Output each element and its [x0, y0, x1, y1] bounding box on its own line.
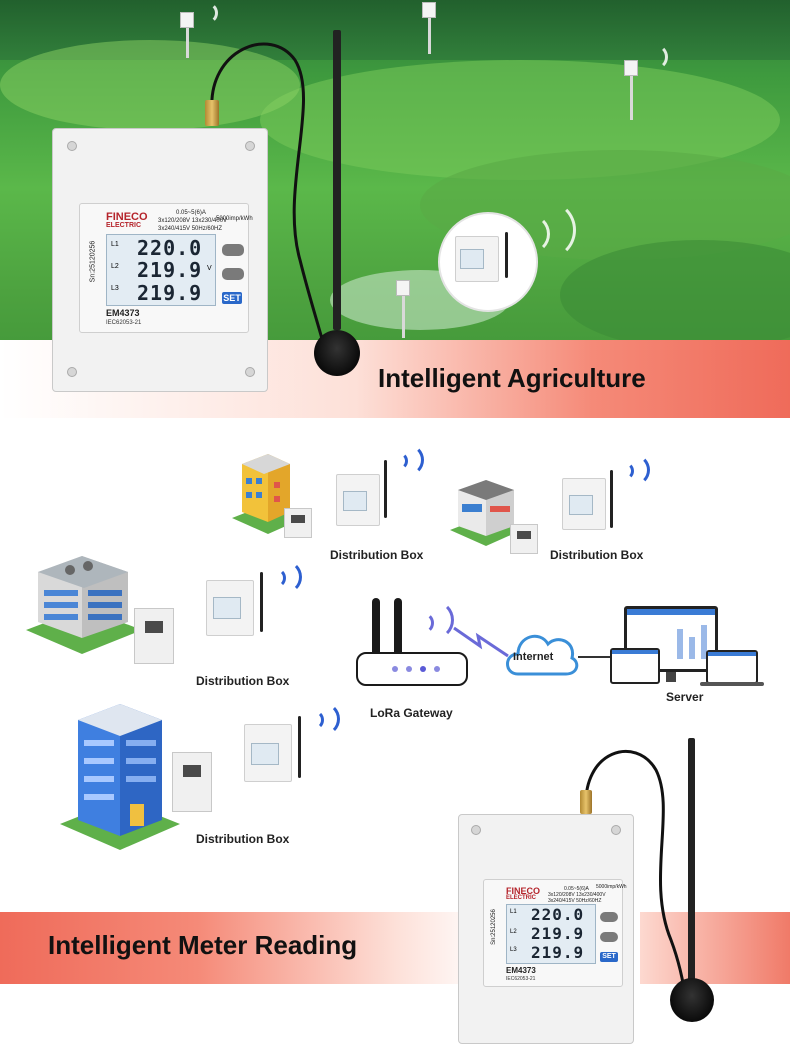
distribution-box-label-1: Distribution Box: [330, 548, 424, 562]
energy-meter: FINECO ELECTRIC 0.05~5(6)A 3x120/208V 13…: [52, 128, 268, 392]
lcd-value-1: 220.0: [531, 905, 585, 924]
energy-meter: FINECO ELECTRIC 0.05~5(6)A 3x120/208V 13…: [458, 814, 634, 1044]
server-label: Server: [666, 690, 704, 704]
distribution-box: [172, 752, 212, 812]
signal-wave-icon: [392, 444, 424, 476]
meter-thumbnail: [244, 724, 292, 782]
meter-down-button[interactable]: [222, 268, 244, 280]
internet-label: Internet: [513, 651, 554, 663]
distribution-box: [134, 608, 174, 664]
meter-up-button[interactable]: [222, 244, 244, 256]
lightning-link-icon: [453, 626, 509, 658]
tablet-icon: [610, 648, 660, 684]
meter-thumbnail: [206, 580, 254, 636]
signal-wave-icon: [516, 200, 576, 260]
antenna-magnetic-base: [670, 978, 714, 1022]
distribution-box-label-4: Distribution Box: [196, 832, 290, 846]
antenna-rod: [688, 738, 695, 982]
agriculture-title: Intelligent Agriculture: [378, 363, 646, 393]
mini-antenna: [610, 470, 613, 528]
signal-wave-icon: [618, 454, 650, 486]
gateway-label: LoRa Gateway: [370, 706, 453, 720]
meter-set-button[interactable]: SET: [222, 292, 242, 304]
signal-wave-icon: [414, 600, 454, 640]
mini-meter: [455, 236, 499, 282]
sensor-pole: [402, 292, 405, 338]
signal-wave-icon: [196, 2, 218, 24]
lcd-value-1: 220.0: [137, 236, 203, 260]
monitor-stand: [666, 672, 676, 682]
lcd-value-3: 219.9: [137, 281, 203, 305]
distribution-box-label-2: Distribution Box: [550, 548, 644, 562]
terrace-field: [0, 40, 300, 130]
router-antenna: [394, 598, 402, 658]
mini-antenna: [505, 232, 508, 278]
meter-up-button[interactable]: [600, 912, 618, 922]
mini-antenna: [384, 460, 387, 518]
agriculture-scene: Intelligent Agriculture: [0, 0, 790, 418]
signal-wave-icon: [306, 702, 340, 736]
lcd-value-3: 219.9: [531, 943, 585, 962]
sensor-sign: [422, 2, 436, 18]
lcd-display: L1 L2 L3 220.0 219.9 219.9: [506, 904, 596, 964]
router-antenna: [372, 598, 380, 658]
antenna-magnetic-base: [314, 330, 360, 376]
mini-antenna: [298, 716, 301, 778]
server-monitor-icon: [624, 606, 718, 672]
sensor-sign: [396, 280, 410, 296]
distribution-box: [510, 524, 538, 554]
cloud-icon: [506, 634, 579, 676]
sensor-pole: [186, 24, 189, 58]
lcd-value-2: 219.9: [137, 258, 203, 282]
signal-wave-icon: [642, 44, 668, 70]
lcd-value-2: 219.9: [531, 924, 585, 943]
sensor-pole: [630, 72, 633, 120]
distribution-box-label-3: Distribution Box: [196, 674, 290, 688]
antenna-cable: [584, 750, 688, 1003]
antenna-cable: [210, 42, 327, 351]
laptop-base: [700, 682, 764, 686]
shop-building-icon: [450, 480, 522, 546]
tower-building-icon: [60, 704, 180, 850]
antenna-connector: [580, 790, 592, 814]
meter-down-button[interactable]: [600, 932, 618, 942]
terrace-field: [560, 240, 790, 350]
network-link-line: [578, 656, 614, 658]
antenna-rod: [333, 30, 341, 330]
meter-thumbnail: [336, 474, 380, 526]
meter-reading-title: Intelligent Meter Reading: [48, 930, 358, 960]
office-building-icon: [26, 556, 142, 654]
signal-wave-icon: [268, 560, 302, 594]
mini-antenna: [260, 572, 263, 632]
laptop-icon: [706, 650, 758, 684]
sensor-sign: [624, 60, 638, 76]
distribution-box: [284, 508, 312, 538]
sensor-sign: [180, 12, 194, 28]
lcd-display: L1 L2 L3 220.0 219.9 219.9 V: [106, 234, 216, 306]
lora-gateway-icon: [356, 652, 468, 686]
antenna-connector: [205, 100, 219, 126]
meter-set-button[interactable]: SET: [600, 952, 618, 962]
meter-thumbnail: [562, 478, 606, 530]
sensor-pole: [428, 14, 431, 54]
